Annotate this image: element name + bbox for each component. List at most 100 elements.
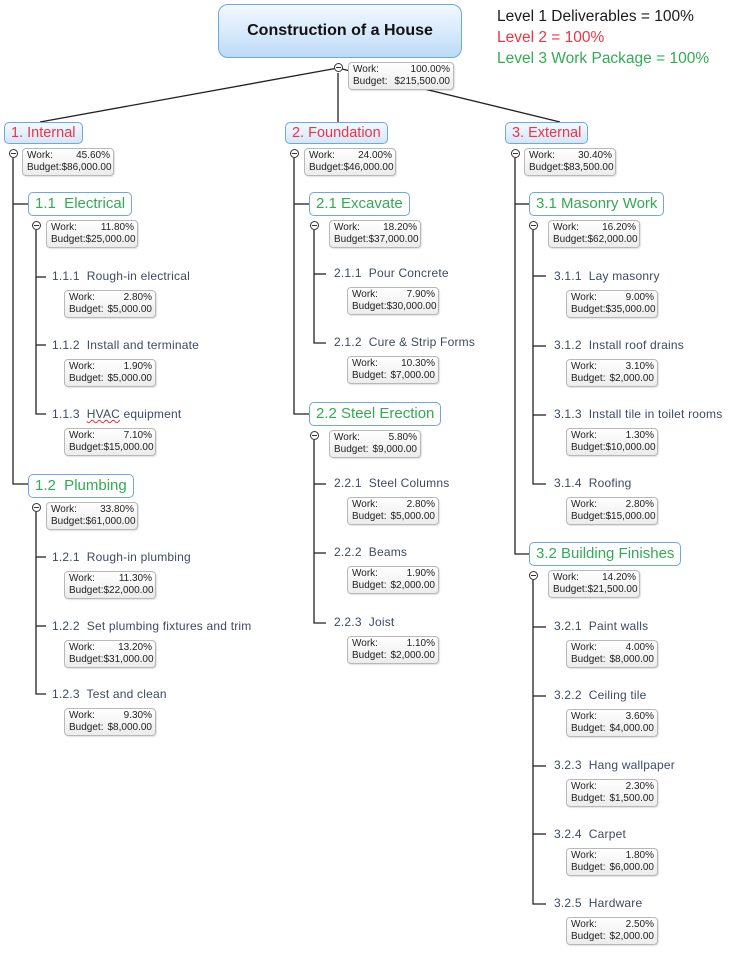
node-1-2-1[interactable]: 1.2.1 Rough-in plumbing [52,550,191,564]
collapse-toggle-icon[interactable] [9,149,18,158]
field-label: Budget: [553,234,588,245]
node-1-1-electrical[interactable]: 1.1 Electrical [28,192,133,216]
field-label: Budget: [352,580,387,591]
info-box: Work:11.30% Budget:$22,000.00 [64,571,156,599]
collapse-toggle-icon[interactable] [529,571,538,580]
info-box: Work:2.80% Budget:$15,000.00 [566,497,658,525]
field-label: Budget: [334,444,369,455]
info-box: Work:10.30% Budget:$7,000.00 [347,356,439,384]
node-3-2-4[interactable]: 3.2.4 Carpet [554,827,626,841]
legend-level1: Level 1 Deliverables = 100% [497,8,694,25]
node-2-1-1[interactable]: 2.1.1 Pour Concrete [334,266,449,280]
root-node[interactable]: Construction of a House [218,4,462,58]
node-3-1-4[interactable]: 3.1.4 Roofing [554,476,632,490]
node-2-2-2[interactable]: 2.2.2 Beams [334,545,408,559]
node-1-1-3[interactable]: 1.1.3 HVAC equipment [52,407,182,421]
field-label: Budget: [352,301,387,312]
field-value: 18.20% [383,222,417,233]
collapse-toggle-icon[interactable] [32,221,41,230]
node-3-1-2[interactable]: 3.1.2 Install roof drains [554,338,684,352]
node-2-2-1[interactable]: 2.2.1 Steel Columns [334,476,450,490]
field-value: $22,000.00 [103,585,154,596]
field-value: $62,000.00 [587,234,638,245]
budget-value: $215,500.00 [394,76,450,87]
node-2-2-3[interactable]: 2.2.3 Joist [334,615,395,629]
collapse-toggle-icon[interactable] [334,63,343,72]
field-label: Work: [571,430,597,441]
info-box: Work:1.10% Budget:$2,000.00 [347,636,439,664]
field-value: 7.10% [123,430,152,441]
collapse-toggle-icon[interactable] [290,149,299,158]
node-label: 3. External [512,125,582,141]
node-1-1-2[interactable]: 1.1.2 Install and terminate [52,338,200,352]
field-value: 3.60% [625,711,654,722]
info-box: Work:2.30% Budget:$1,500.00 [566,779,658,807]
node-3-2-5[interactable]: 3.2.5 Hardware [554,896,643,910]
info-box: Work:4.00% Budget:$8,000.00 [566,640,658,668]
field-label: Work: [352,289,378,300]
collapse-toggle-icon[interactable] [310,431,319,440]
node-label: 3.1 Masonry Work [536,195,658,212]
info-box: Work:3.10% Budget:$2,000.00 [566,359,658,387]
field-value: 2.30% [625,781,654,792]
field-label: Budget: [571,862,606,873]
field-value: $5,000.00 [107,304,153,315]
field-value: $83,500.00 [563,162,614,173]
node-3-2-3[interactable]: 3.2.3 Hang wallpaper [554,758,675,772]
field-label: Work: [571,642,597,653]
field-value: $30,000.00 [386,301,437,312]
field-value: 3.10% [625,361,654,372]
field-value: $61,000.00 [85,516,136,527]
field-value: 4.00% [625,642,654,653]
info-box: Work:9.00% Budget:$35,000.00 [566,290,658,318]
node-3-1-3[interactable]: 3.1.3 Install tile in toilet rooms [554,407,723,421]
info-box: Work:18.20% Budget:$37,000.00 [329,220,421,248]
node-3-2-2[interactable]: 3.2.2 Ceiling tile [554,688,647,702]
node-1-internal[interactable]: 1. Internal [4,122,83,144]
node-label: 1.2 Plumbing [35,477,127,494]
collapse-toggle-icon[interactable] [310,221,319,230]
node-1-2-3[interactable]: 1.2.3 Test and clean [52,687,167,701]
field-value: $31,000.00 [103,654,154,665]
node-2-1-2[interactable]: 2.1.2 Cure & Strip Forms [334,335,476,349]
field-value: 9.30% [123,710,152,721]
node-1-2-plumbing[interactable]: 1.2 Plumbing [28,474,134,498]
node-3-1-1[interactable]: 3.1.1 Lay masonry [554,269,660,283]
field-value: 14.20% [602,572,636,583]
node-label: 2. Foundation [292,125,381,141]
info-box: Work:14.20% Budget:$21,500.00 [548,570,640,598]
field-label: Work: [69,361,95,372]
info-box: Work:16.20% Budget:$62,000.00 [548,220,640,248]
node-3-external[interactable]: 3. External [505,122,589,144]
field-label: Budget: [571,931,606,942]
node-1-1-1[interactable]: 1.1.1 Rough-in electrical [52,269,190,283]
collapse-toggle-icon[interactable] [32,503,41,512]
collapse-toggle-icon[interactable] [529,221,538,230]
info-box: Work:1.90% Budget:$5,000.00 [64,359,156,387]
info-box: Work:2.80% Budget:$5,000.00 [64,290,156,318]
node-3-2-building-finishes[interactable]: 3.2 Building Finishes [529,542,682,566]
info-box: Work:33.80% Budget:$61,000.00 [46,502,138,530]
field-value: $7,000.00 [390,370,436,381]
info-box: Work:30.40% Budget:$83,500.00 [524,148,616,176]
field-label: Budget: [69,722,104,733]
field-label: Work: [51,504,77,515]
field-value: $4,000.00 [609,723,655,734]
node-1-2-2[interactable]: 1.2.2 Set plumbing fixtures and trim [52,619,252,633]
field-label: Work: [309,150,335,161]
node-label: 3.2 Building Finishes [536,545,675,562]
field-label: Work: [571,781,597,792]
node-3-2-1[interactable]: 3.2.1 Paint walls [554,619,649,633]
field-value: $10,000.00 [605,442,656,453]
field-label: Budget: [529,162,564,173]
node-3-1-masonry-work[interactable]: 3.1 Masonry Work [529,192,665,216]
node-2-2-steel-erection[interactable]: 2.2 Steel Erection [309,402,442,426]
field-label: Work: [334,222,360,233]
field-label: Budget: [571,654,606,665]
info-box: Work:24.00% Budget:$46,000.00 [304,148,396,176]
node-2-foundation[interactable]: 2. Foundation [285,122,388,144]
node-2-1-excavate[interactable]: 2.1 Excavate [309,192,410,216]
collapse-toggle-icon[interactable] [511,149,520,158]
field-label: Budget: [334,234,369,245]
